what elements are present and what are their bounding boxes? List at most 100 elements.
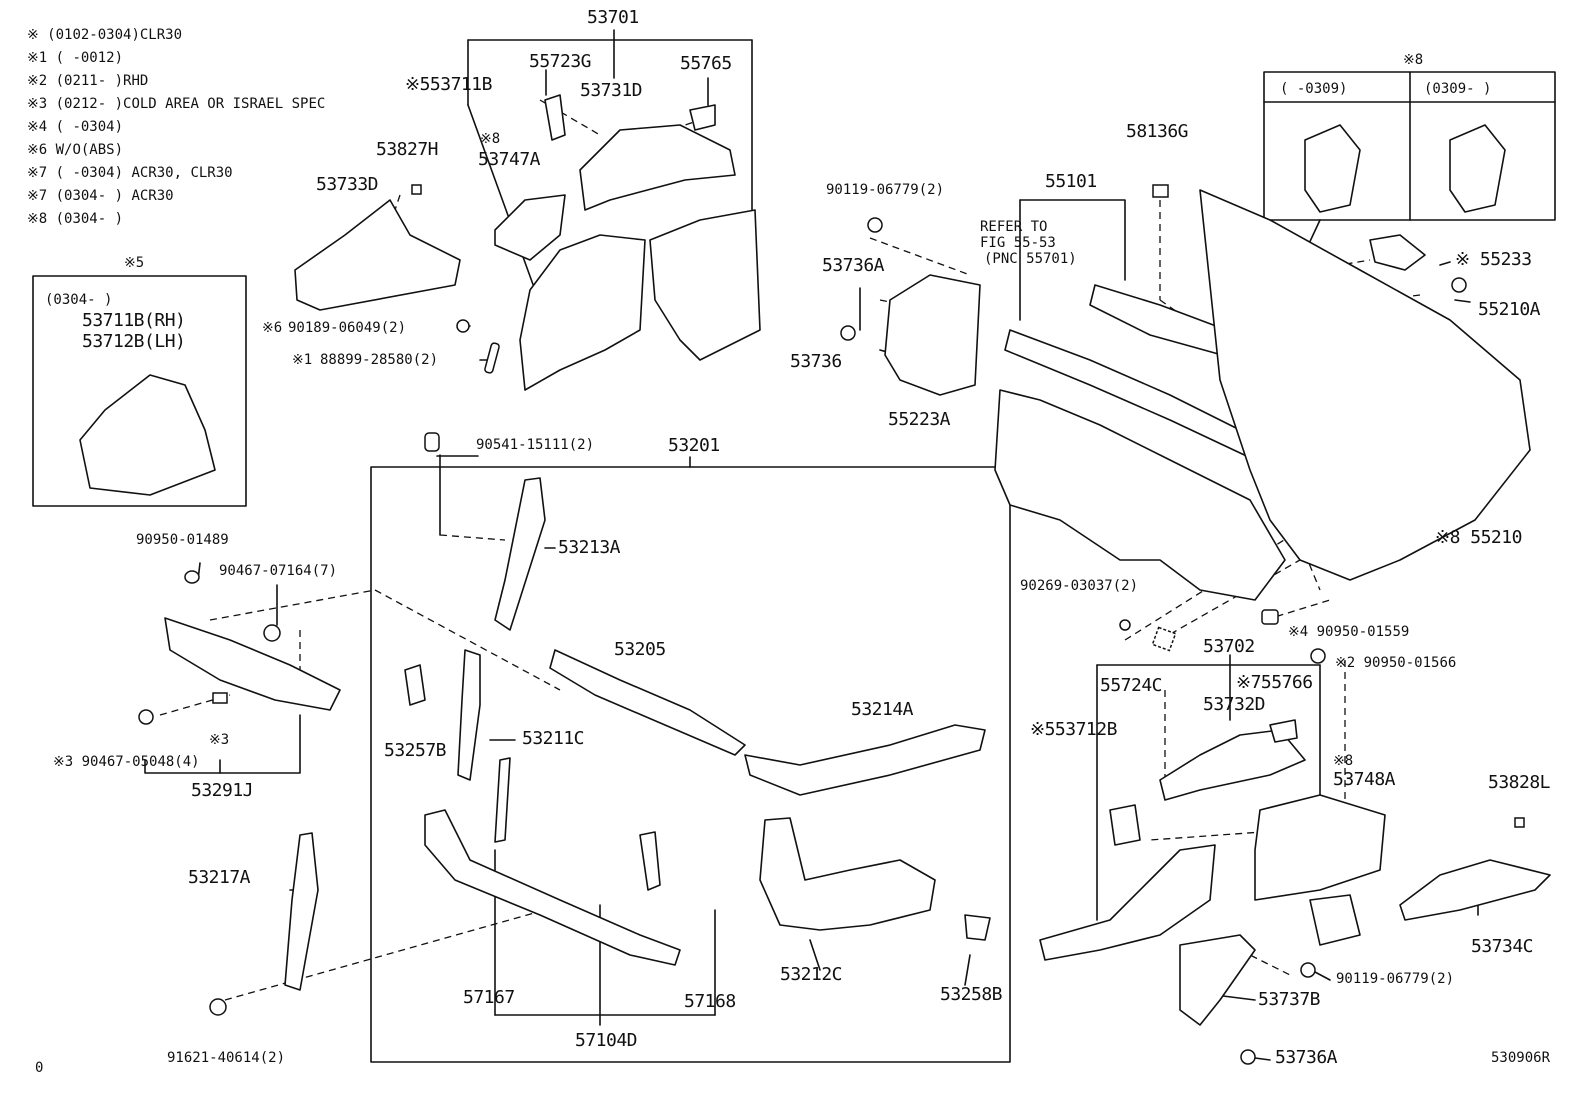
inset8-left: ( -0309) bbox=[1280, 81, 1348, 97]
label-53827H: 53827H bbox=[376, 139, 439, 160]
inset8-mark: ※8 bbox=[1403, 52, 1424, 68]
part-apron-53701 bbox=[519, 234, 646, 391]
label-53736A-b: 53736A bbox=[1275, 1047, 1338, 1068]
part-53712B bbox=[1039, 844, 1216, 961]
label-90541: 90541-15111(2) bbox=[476, 437, 595, 453]
plug-90950-01566 bbox=[1310, 648, 1326, 664]
bolt-90119-a bbox=[867, 217, 883, 233]
part-53258B bbox=[964, 914, 991, 941]
part-53747A bbox=[494, 194, 566, 261]
clip-90950-01489 bbox=[184, 570, 200, 584]
part-53214A bbox=[744, 724, 986, 796]
label-57167: 57167 bbox=[463, 987, 515, 1008]
inset5-mark: ※5 bbox=[124, 255, 145, 271]
pad-53827H bbox=[411, 184, 422, 195]
plug-90950-01559 bbox=[1261, 609, 1279, 625]
refer-line2: FIG 55-53 bbox=[980, 235, 1056, 251]
part-53737B bbox=[1179, 934, 1256, 1026]
bolt-53736A-a bbox=[840, 325, 856, 341]
label-53736: 53736 bbox=[790, 351, 842, 372]
bolt-90467-05048 bbox=[138, 709, 154, 725]
note-line: ※ (0102-0304)CLR30 bbox=[27, 27, 183, 43]
inset-box-5 bbox=[32, 275, 247, 507]
part-57167 bbox=[494, 757, 511, 843]
clip-note3 bbox=[212, 692, 228, 704]
part-53212C bbox=[759, 817, 936, 931]
part-55233 bbox=[1369, 234, 1426, 271]
note-line: ※8 (0304- ) bbox=[27, 211, 124, 227]
label-53291J: 53291J bbox=[191, 780, 254, 801]
label-90950a: 90950-01489 bbox=[136, 532, 229, 548]
label-mark3a: ※3 bbox=[209, 732, 230, 748]
part-inset8-right bbox=[1449, 124, 1506, 213]
bolt-90119-b bbox=[1300, 962, 1316, 978]
inset5-line2: 53712B(LH) bbox=[82, 331, 186, 352]
part-53732D bbox=[1159, 729, 1306, 801]
part-55210 bbox=[1199, 189, 1531, 581]
part-inset8-left bbox=[1304, 124, 1361, 213]
label-53214A: 53214A bbox=[851, 699, 914, 720]
inset8-right: (0309- ) bbox=[1424, 81, 1492, 97]
label-53748A: 53748A bbox=[1333, 769, 1396, 790]
label-90189: 90189-06049(2) bbox=[288, 320, 407, 336]
label-53737B: 53737B bbox=[1258, 989, 1321, 1010]
part-53734C bbox=[1399, 859, 1551, 921]
bolt-90467-07164 bbox=[263, 624, 281, 642]
bolt-90189 bbox=[456, 319, 470, 333]
label-53747A: 53747A bbox=[478, 149, 541, 170]
label-53731D: 53731D bbox=[580, 80, 643, 101]
label-91621: 91621-40614(2) bbox=[167, 1050, 286, 1066]
refer-line1: REFER TO bbox=[980, 219, 1048, 235]
label-53212C: 53212C bbox=[780, 964, 843, 985]
label-mark6: ※6 bbox=[262, 320, 283, 336]
note-line: ※1 ( -0012) bbox=[27, 50, 124, 66]
pad-58136G bbox=[1152, 184, 1169, 198]
refer-line3: (PNC 55701) bbox=[984, 251, 1077, 267]
part-53736 bbox=[884, 274, 981, 396]
label-53257B: 53257B bbox=[384, 740, 447, 761]
bolt-91621 bbox=[209, 998, 227, 1016]
part-55724C bbox=[1109, 804, 1141, 846]
label-53733D: 53733D bbox=[316, 174, 379, 195]
label-88899: 88899-28580(2) bbox=[320, 352, 439, 368]
label-57168: 57168 bbox=[684, 991, 736, 1012]
part-53205 bbox=[549, 649, 746, 756]
label-53217A: 53217A bbox=[188, 867, 251, 888]
part-53731D bbox=[579, 124, 736, 211]
label-53201: 53201 bbox=[668, 435, 720, 456]
part-radiator-lower bbox=[424, 809, 681, 966]
label-57104D: 57104D bbox=[575, 1030, 638, 1051]
note-line: ※3 (0212- )COLD AREA OR ISRAEL SPEC bbox=[27, 96, 326, 112]
bolt-90269 bbox=[1119, 619, 1131, 631]
label-55101: 55101 bbox=[1045, 171, 1097, 192]
plug-88899 bbox=[484, 342, 500, 374]
bolt-53736A-b bbox=[1240, 1049, 1256, 1065]
part-tower-53701 bbox=[649, 209, 761, 361]
part-57168 bbox=[639, 831, 661, 891]
part-55223A bbox=[994, 389, 1286, 601]
label-53734C: 53734C bbox=[1471, 936, 1534, 957]
label-55766: ※755766 bbox=[1236, 672, 1313, 693]
inset5-line1: 53711B(RH) bbox=[82, 310, 186, 331]
label-90119a: 90119-06779(2) bbox=[826, 182, 945, 198]
label-53732D: 53732D bbox=[1203, 694, 1266, 715]
label-90950c: ※2 90950-01566 bbox=[1335, 655, 1457, 671]
label-90467a: 90467-07164(7) bbox=[219, 563, 338, 579]
note-line: ※2 (0211- )RHD bbox=[27, 73, 149, 89]
part-53213A bbox=[494, 477, 546, 631]
part-55765 bbox=[689, 104, 716, 131]
inset5-range: (0304- ) bbox=[45, 292, 113, 308]
label-53211C: 53211C bbox=[522, 728, 585, 749]
label-53711B: ※553711B bbox=[405, 74, 492, 95]
label-55233: ※ 55233 bbox=[1455, 249, 1532, 270]
bolt-55210A bbox=[1451, 277, 1467, 293]
part-55723G bbox=[544, 94, 566, 141]
label-53702: 53702 bbox=[1203, 636, 1255, 657]
label-58136G: 58136G bbox=[1126, 121, 1189, 142]
clip-90541 bbox=[424, 432, 440, 452]
label-90950b: ※4 90950-01559 bbox=[1288, 624, 1410, 640]
label-55724C: 55724C bbox=[1100, 675, 1163, 696]
label-55223A: 55223A bbox=[888, 409, 951, 430]
part-53211C bbox=[457, 649, 481, 781]
